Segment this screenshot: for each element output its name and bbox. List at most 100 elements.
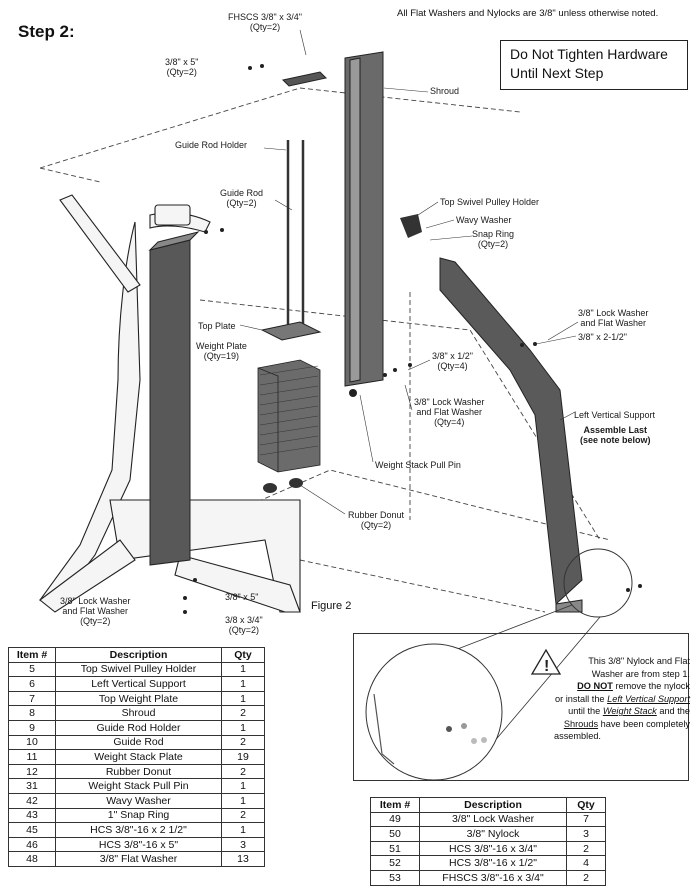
washer-note: All Flat Washers and Nylocks are 3/8" un… xyxy=(397,8,659,19)
callout-shroud: Shroud xyxy=(430,86,460,96)
cell-qty: 2 xyxy=(566,869,606,886)
detail-box: ! xyxy=(353,633,689,781)
cell-item: 31 xyxy=(8,778,56,794)
cell-qty: 1 xyxy=(221,676,265,692)
rubber-donuts xyxy=(263,478,303,493)
cell-qty: 1 xyxy=(221,661,265,678)
cell-description: 1" Snap Ring xyxy=(55,807,222,824)
cell-qty: 2 xyxy=(221,763,265,780)
cell-description: Guide Rod xyxy=(55,734,222,751)
callout-bolt-right: 3/8" x 2-1/2" xyxy=(578,332,627,342)
callout-top-swivel: Top Swivel Pulley Holder xyxy=(440,197,540,207)
hardware xyxy=(183,64,642,614)
upright-post xyxy=(148,231,200,566)
callout-wavy-washer: Wavy Washer xyxy=(456,215,512,225)
cell-description: Left Vertical Support xyxy=(55,676,222,692)
col-description: Description xyxy=(55,647,222,663)
weight-stack-lines xyxy=(259,365,319,456)
callout-assemble-last: Assemble Last(see note below) xyxy=(580,425,651,445)
cell-qty: 2 xyxy=(566,840,606,857)
cell-description: 3/8" Lock Washer xyxy=(419,811,567,828)
cell-qty: 13 xyxy=(221,851,265,867)
shroud xyxy=(344,51,384,387)
cell-item: 12 xyxy=(8,763,56,780)
callout-weight-plate: Weight Plate(Qty=19) xyxy=(196,341,247,361)
col-item: Item # xyxy=(370,797,420,813)
col-qty: Qty xyxy=(566,797,606,813)
detail-circle-small xyxy=(563,548,633,618)
cell-item: 7 xyxy=(8,690,56,707)
warning-line-2: Until Next Step xyxy=(510,65,604,81)
cell-item: 5 xyxy=(8,661,56,678)
warning-line-1: Do Not Tighten Hardware xyxy=(510,46,668,62)
cell-description: Rubber Donut xyxy=(55,763,222,780)
cell-description: 3/8" Nylock xyxy=(419,826,567,842)
cell-item: 46 xyxy=(8,836,56,853)
cell-description: Guide Rod Holder xyxy=(55,719,222,736)
cell-description: HCS 3/8"-16 x 3/4" xyxy=(419,840,567,857)
col-description: Description xyxy=(419,797,567,813)
cell-qty: 2 xyxy=(221,807,265,824)
cell-qty: 1 xyxy=(221,792,265,809)
cell-item: 8 xyxy=(8,705,56,721)
cell-item: 11 xyxy=(8,749,56,765)
top-plate xyxy=(260,321,322,341)
cell-item: 49 xyxy=(370,811,420,828)
cell-qty: 1 xyxy=(221,822,265,838)
cell-description: Wavy Washer xyxy=(55,792,222,809)
cell-description: HCS 3/8"-16 x 5" xyxy=(55,836,222,853)
cell-description: HCS 3/8"-16 x 2 1/2" xyxy=(55,822,222,838)
callout-left-vertical: Left Vertical Support xyxy=(574,410,656,420)
cell-item: 50 xyxy=(370,826,420,842)
cell-item: 42 xyxy=(8,792,56,809)
callout-guide-rod: Guide Rod(Qty=2) xyxy=(220,188,264,208)
cell-description: Top Swivel Pulley Holder xyxy=(55,661,222,678)
cell-item: 51 xyxy=(370,840,420,857)
cell-description: FHSCS 3/8"-16 x 3/4" xyxy=(419,869,567,886)
cell-description: 3/8" Flat Washer xyxy=(55,851,222,867)
callout-bolt-bottom: 3/8" x 5" xyxy=(225,592,259,602)
callout-top-plate: Top Plate xyxy=(198,321,236,331)
cell-qty: 3 xyxy=(566,826,606,842)
guide-rod-holder xyxy=(281,71,328,87)
detail-note: This 3/8" Nylock and Flat Washer are fro… xyxy=(554,656,690,741)
cell-item: 53 xyxy=(370,869,420,886)
cell-qty: 3 xyxy=(221,836,265,853)
figure-label: Figure 2 xyxy=(311,600,352,612)
leader-lines xyxy=(219,29,579,599)
callout-snap-ring: Snap Ring(Qty=2) xyxy=(472,229,515,249)
warning-icon xyxy=(530,648,562,675)
callout-fhscs: FHSCS 3/8" x 3/4"(Qty=2) xyxy=(228,12,302,32)
cell-qty: 2 xyxy=(221,734,265,751)
weight-stack xyxy=(257,359,321,473)
callout-bolt-mid: 3/8" x 1/2"(Qty=4) xyxy=(432,351,473,371)
step-title: Step 2: xyxy=(18,22,75,41)
detail-drawing: ! xyxy=(365,643,562,781)
cell-item: 43 xyxy=(8,807,56,824)
cell-item: 10 xyxy=(8,734,56,751)
guide-rods xyxy=(286,140,305,330)
cell-description: Shroud xyxy=(55,705,222,721)
cell-item: 45 xyxy=(8,822,56,838)
cell-item: 48 xyxy=(8,851,56,867)
cell-item: 9 xyxy=(8,719,56,736)
col-qty: Qty xyxy=(221,647,265,663)
cell-qty: 1 xyxy=(221,719,265,736)
